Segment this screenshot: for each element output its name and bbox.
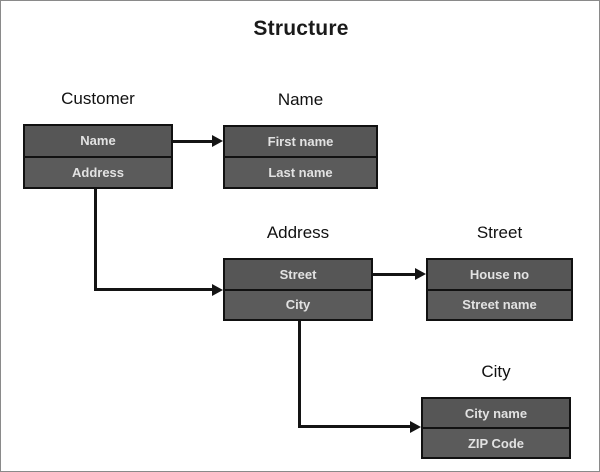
entity-customer-box[interactable]: Name Address <box>23 124 173 189</box>
field-name-last[interactable]: Last name <box>225 156 376 187</box>
connector-customer-name-line <box>173 140 215 143</box>
entity-address-box[interactable]: Street City <box>223 258 373 321</box>
entity-name-box[interactable]: First name Last name <box>223 125 378 189</box>
field-street-name[interactable]: Street name <box>428 288 571 319</box>
connector-address-street-arrowhead <box>415 268 426 280</box>
field-city-zip[interactable]: ZIP Code <box>423 427 569 457</box>
field-name-first[interactable]: First name <box>225 127 376 156</box>
connector-customer-address-vline <box>94 189 97 291</box>
entity-customer[interactable]: Customer Name Address <box>23 89 173 189</box>
connector-customer-address-hline <box>94 288 215 291</box>
connector-address-city-arrowhead <box>410 421 421 433</box>
connector-customer-address-arrowhead <box>212 284 223 296</box>
page-title: Structure <box>253 17 349 40</box>
entity-city[interactable]: City City name ZIP Code <box>421 362 571 459</box>
entity-street[interactable]: Street House no Street name <box>426 223 573 321</box>
connector-address-city-vline <box>298 321 301 428</box>
entity-address[interactable]: Address Street City <box>223 223 373 321</box>
field-address-city[interactable]: City <box>225 288 371 319</box>
entity-name-label: Name <box>277 90 324 109</box>
connector-customer-name-arrowhead <box>212 135 223 147</box>
entity-address-label: Address <box>266 223 330 242</box>
connector-address-street-line <box>373 273 418 276</box>
entity-city-box[interactable]: City name ZIP Code <box>421 397 571 459</box>
entity-name[interactable]: Name First name Last name <box>223 90 378 189</box>
field-street-house-no[interactable]: House no <box>428 260 571 289</box>
entity-city-label: City <box>481 362 511 381</box>
field-city-name[interactable]: City name <box>423 399 569 427</box>
entity-customer-label: Customer <box>61 89 135 108</box>
entity-street-label: Street <box>476 223 523 242</box>
field-customer-name[interactable]: Name <box>25 126 171 156</box>
connector-address-city-hline <box>298 425 413 428</box>
entity-street-box[interactable]: House no Street name <box>426 258 573 321</box>
field-customer-address[interactable]: Address <box>25 155 171 187</box>
field-address-street[interactable]: Street <box>225 260 371 289</box>
